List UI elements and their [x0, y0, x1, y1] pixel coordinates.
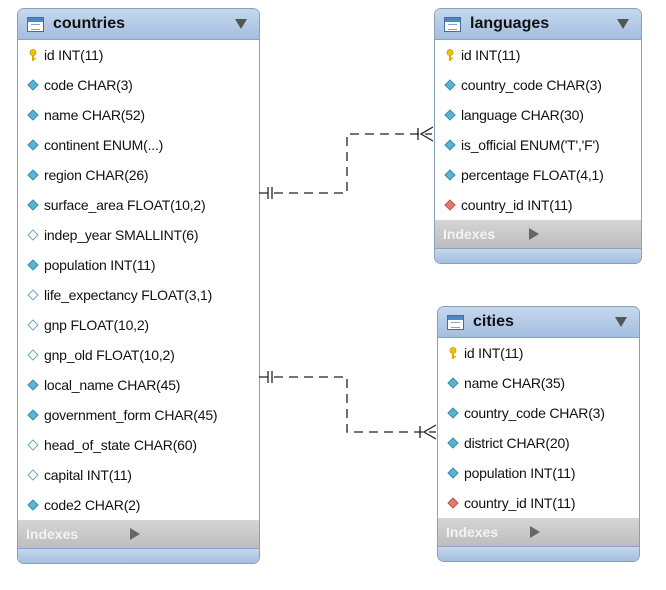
- column-label: id INT(11): [464, 345, 524, 361]
- table-icon: [447, 314, 464, 330]
- column-row[interactable]: code2 CHAR(2): [18, 490, 259, 520]
- column-row[interactable]: country_code CHAR(3): [435, 70, 641, 100]
- column-row[interactable]: head_of_state CHAR(60): [18, 430, 259, 460]
- column-row[interactable]: local_name CHAR(45): [18, 370, 259, 400]
- column-label: name CHAR(35): [464, 375, 565, 391]
- cities-table[interactable]: cities id INT(11) name CHAR(35) country_co…: [437, 306, 640, 562]
- column-row[interactable]: id INT(11): [438, 338, 639, 368]
- expand-arrow-icon[interactable]: [529, 526, 624, 538]
- column-row[interactable]: life_expectancy FLOAT(3,1): [18, 280, 259, 310]
- indexes-section[interactable]: Indexes: [435, 220, 641, 248]
- column-row[interactable]: district CHAR(20): [438, 428, 639, 458]
- column-list: id INT(11) code CHAR(3) name CHAR(52) conti…: [18, 40, 259, 520]
- column-list: id INT(11) country_code CHAR(3) language C…: [435, 40, 641, 220]
- table-footer: [18, 548, 259, 563]
- primary-key-icon: [443, 48, 457, 62]
- column-label: code2 CHAR(2): [44, 497, 141, 513]
- column-label: country_id INT(11): [461, 197, 573, 213]
- column-label: country_code CHAR(3): [461, 77, 602, 93]
- column-row[interactable]: country_id INT(11): [435, 190, 641, 220]
- indexes-label: Indexes: [443, 226, 496, 242]
- column-label: government_form CHAR(45): [44, 407, 218, 423]
- primary-key-icon: [446, 346, 460, 360]
- column-label: gnp FLOAT(10,2): [44, 317, 149, 333]
- column-row[interactable]: country_code CHAR(3): [438, 398, 639, 428]
- table-footer: [435, 248, 641, 263]
- column-row[interactable]: region CHAR(26): [18, 160, 259, 190]
- column-label: life_expectancy FLOAT(3,1): [44, 287, 213, 303]
- column-list: id INT(11) name CHAR(35) country_code CHAR…: [438, 338, 639, 518]
- column-row[interactable]: country_id INT(11): [438, 488, 639, 518]
- column-row[interactable]: indep_year SMALLINT(6): [18, 220, 259, 250]
- expand-arrow-icon[interactable]: [129, 528, 244, 540]
- column-row[interactable]: name CHAR(52): [18, 100, 259, 130]
- column-row[interactable]: id INT(11): [435, 40, 641, 70]
- column-label: code CHAR(3): [44, 77, 133, 93]
- collapse-arrow-icon[interactable]: [615, 317, 627, 327]
- column-label: language CHAR(30): [461, 107, 584, 123]
- column-row[interactable]: gnp FLOAT(10,2): [18, 310, 259, 340]
- column-label: capital INT(11): [44, 467, 132, 483]
- column-label: head_of_state CHAR(60): [44, 437, 197, 453]
- column-label: population INT(11): [464, 465, 576, 481]
- indexes-section[interactable]: Indexes: [438, 518, 639, 546]
- collapse-arrow-icon[interactable]: [617, 19, 629, 29]
- column-label: is_official ENUM('T','F'): [461, 137, 600, 153]
- table-header[interactable]: countries: [18, 9, 259, 40]
- table-header[interactable]: languages: [435, 9, 641, 40]
- column-row[interactable]: population INT(11): [18, 250, 259, 280]
- column-label: population INT(11): [44, 257, 156, 273]
- column-label: continent ENUM(...): [44, 137, 164, 153]
- indexes-section[interactable]: Indexes: [18, 520, 259, 548]
- indexes-label: Indexes: [26, 526, 79, 542]
- column-label: name CHAR(52): [44, 107, 145, 123]
- column-row[interactable]: is_official ENUM('T','F'): [435, 130, 641, 160]
- table-title: countries: [53, 15, 126, 32]
- column-label: indep_year SMALLINT(6): [44, 227, 199, 243]
- column-row[interactable]: population INT(11): [438, 458, 639, 488]
- column-label: id INT(11): [44, 47, 104, 63]
- expand-arrow-icon[interactable]: [529, 228, 625, 240]
- column-row[interactable]: language CHAR(30): [435, 100, 641, 130]
- column-row[interactable]: code CHAR(3): [18, 70, 259, 100]
- column-row[interactable]: surface_area FLOAT(10,2): [18, 190, 259, 220]
- crowfoot-icon: [422, 424, 437, 440]
- column-label: local_name CHAR(45): [44, 377, 181, 393]
- table-header[interactable]: cities: [438, 307, 639, 338]
- primary-key-icon: [26, 48, 40, 62]
- column-label: surface_area FLOAT(10,2): [44, 197, 206, 213]
- column-row[interactable]: percentage FLOAT(4,1): [435, 160, 641, 190]
- column-row[interactable]: gnp_old FLOAT(10,2): [18, 340, 259, 370]
- column-label: district CHAR(20): [464, 435, 570, 451]
- table-icon: [444, 16, 461, 32]
- column-label: country_code CHAR(3): [464, 405, 605, 421]
- column-label: country_id INT(11): [464, 495, 576, 511]
- column-row[interactable]: continent ENUM(...): [18, 130, 259, 160]
- languages-table[interactable]: languages id INT(11) country_code CHAR(3)…: [434, 8, 642, 264]
- table-title: cities: [473, 313, 514, 330]
- table-title: languages: [470, 15, 550, 32]
- column-row[interactable]: government_form CHAR(45): [18, 400, 259, 430]
- column-label: gnp_old FLOAT(10,2): [44, 347, 175, 363]
- column-row[interactable]: capital INT(11): [18, 460, 259, 490]
- crowfoot-icon: [419, 126, 434, 142]
- column-row[interactable]: name CHAR(35): [438, 368, 639, 398]
- collapse-arrow-icon[interactable]: [235, 19, 247, 29]
- table-footer: [438, 546, 639, 561]
- column-row[interactable]: id INT(11): [18, 40, 259, 70]
- column-label: region CHAR(26): [44, 167, 149, 183]
- relationship-countries-cities[interactable]: [259, 371, 437, 440]
- relationship-countries-languages[interactable]: [259, 126, 434, 199]
- countries-table[interactable]: countries id INT(11) code CHAR(3) name CHA…: [17, 8, 260, 564]
- table-icon: [27, 16, 44, 32]
- indexes-label: Indexes: [446, 524, 499, 540]
- column-label: percentage FLOAT(4,1): [461, 167, 604, 183]
- column-label: id INT(11): [461, 47, 521, 63]
